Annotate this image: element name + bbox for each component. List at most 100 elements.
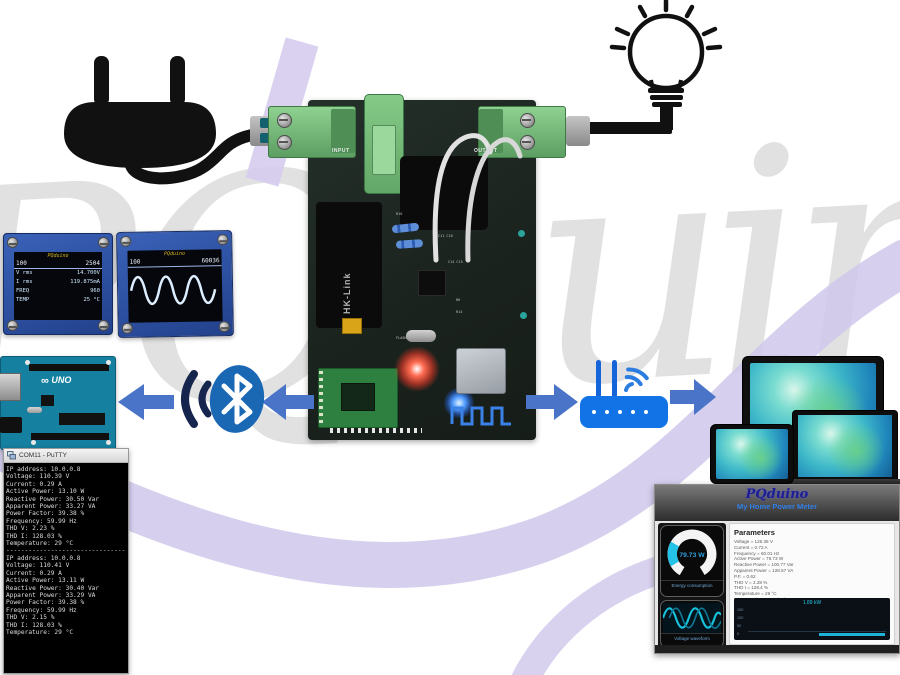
gauge-value: 79.73 W: [679, 552, 705, 559]
router-antenna: [596, 360, 601, 396]
sine-waveform: [129, 274, 217, 306]
waveform-label: Voltage waveform: [661, 633, 723, 643]
router-led: [605, 410, 609, 414]
terminal-flange: [331, 109, 355, 153]
oled-header-left: 100: [129, 258, 141, 266]
putty-title-bar: COM11 - PuTTY: [4, 449, 128, 463]
fuse-holder: [364, 94, 404, 194]
tablet: [710, 424, 794, 484]
usb-connector: [0, 373, 21, 401]
terminal-screw: [520, 135, 535, 150]
gauge-label: Energy consumption: [661, 580, 723, 590]
output-wire-sleeve: [566, 116, 590, 146]
arrow-right-to-router-icon: [526, 384, 578, 420]
pcb-antenna: [450, 406, 511, 426]
chart-x-axis: [748, 631, 886, 632]
oled-header-left: 100: [16, 260, 27, 267]
hc05-bluetooth-module: [318, 368, 398, 428]
oled-screw: [218, 321, 230, 333]
chart-bar: [819, 633, 885, 636]
transformer-brand-label: HK-Link: [342, 272, 352, 315]
oled-row-value: 14.700V: [76, 270, 100, 276]
oled-row-value: 119.875mA: [70, 279, 100, 285]
energy-chart[interactable]: 1.89 kW 150 100 50 0: [734, 598, 890, 640]
dashboard-parameters-panel: Parameters Voltage = 126.38 V Current = …: [729, 523, 895, 645]
tablet-screen: [716, 429, 788, 479]
output-wires: [432, 133, 523, 263]
arduino-brand-text: UNO: [51, 375, 72, 385]
pin-header: [29, 364, 109, 371]
oled-title: PQduino: [47, 253, 69, 259]
via-dot: [518, 230, 525, 237]
arrow-right-to-devices-icon: [670, 379, 716, 415]
esp8266-module: [456, 348, 506, 394]
oled-screw: [98, 237, 109, 248]
dashboard-footer: [655, 645, 899, 653]
input-terminal-block: [268, 106, 356, 158]
oled-screw: [121, 322, 133, 334]
putty-terminal-window: COM11 - PuTTY IP address: 10.0.0.8 Volta…: [3, 448, 129, 674]
gauge-widget[interactable]: 79.73 W Energy consumption: [660, 525, 724, 597]
silkscreen-ref: R16: [396, 212, 403, 216]
mounting-hole: [25, 360, 30, 365]
oled-display-waveform: PQduino 100 60036: [116, 229, 234, 339]
oled-header-right: 60036: [201, 257, 220, 265]
chart-y-ticks: 150 100 50 0: [737, 608, 744, 636]
oled-screw: [98, 320, 109, 331]
crystal-oscillator: [406, 330, 436, 342]
bulb-cable-horizontal: [580, 122, 672, 134]
mounting-hole: [31, 440, 36, 445]
laptop-base: [782, 479, 900, 488]
waveform-widget[interactable]: Voltage waveform: [660, 600, 724, 648]
silkscreen-ref: C14 C15: [448, 260, 463, 264]
mounting-hole: [106, 440, 111, 445]
power-transformer: HK-Link: [316, 202, 382, 328]
input-wire-ferrule: [260, 133, 274, 143]
infinity-logo: ∞: [41, 375, 49, 387]
arrow-left-to-bluetooth-icon: [262, 384, 314, 420]
input-wire-ferrule: [260, 118, 274, 128]
oled-screw: [120, 235, 132, 247]
arduino-crystal: [27, 407, 42, 413]
usb-chip: [41, 395, 54, 406]
fuse-window: [372, 125, 396, 175]
arduino-brand: ∞ UNO: [41, 375, 71, 387]
red-led-glow: [394, 346, 440, 392]
router-led: [592, 410, 596, 414]
power-meter-pcb: INPUT OUTPUT HK-Link R16 C11: [250, 94, 590, 440]
terminal-screw: [277, 135, 292, 150]
oled-row-value: 25 °C: [83, 297, 100, 303]
terminal-screw: [520, 113, 535, 128]
laptop-screen: [798, 415, 892, 477]
silkscreen-ref: C11 C10: [438, 234, 453, 238]
oled-display-parameters: PQduino 100 2504 V rms 14.700V I rms 119.8…: [3, 233, 113, 335]
edge-pads: [330, 428, 422, 433]
chart-value-label: 1.89 kW: [802, 600, 822, 606]
putty-output: IP address: 10.0.0.8 Voltage: 110.39 V C…: [6, 466, 126, 636]
power-gauge: 79.73 W: [667, 529, 717, 579]
oled-header-right: 2504: [85, 260, 100, 267]
router-led: [618, 410, 622, 414]
oled-screw: [217, 234, 229, 246]
wifi-waves-icon: [624, 367, 649, 392]
oled-screw: [7, 237, 18, 248]
castellated-pads: [319, 371, 323, 423]
putty-icon: [7, 451, 16, 460]
metering-ic: [418, 270, 446, 296]
oled-row-value: 960: [90, 288, 100, 294]
parameters-list: Voltage = 126.38 V Current = 0.72 A Freq…: [734, 539, 794, 602]
putty-title: COM11 - PuTTY: [19, 452, 67, 459]
dashboard-header: PQduino My Home Power Meter: [655, 485, 899, 521]
oled-row-label: I rms: [16, 279, 33, 285]
oled-row-label: V rms: [16, 270, 33, 276]
router-antenna: [612, 360, 617, 396]
atmega-chip: [59, 413, 105, 425]
router-led: [644, 410, 648, 414]
light-bulb-icon: [609, 0, 723, 107]
router-led: [631, 410, 635, 414]
via-dot: [520, 312, 527, 319]
silkscreen-ref: R14: [456, 310, 463, 314]
oled-screw: [7, 320, 18, 331]
dashboard-logo: PQduino: [745, 487, 809, 502]
